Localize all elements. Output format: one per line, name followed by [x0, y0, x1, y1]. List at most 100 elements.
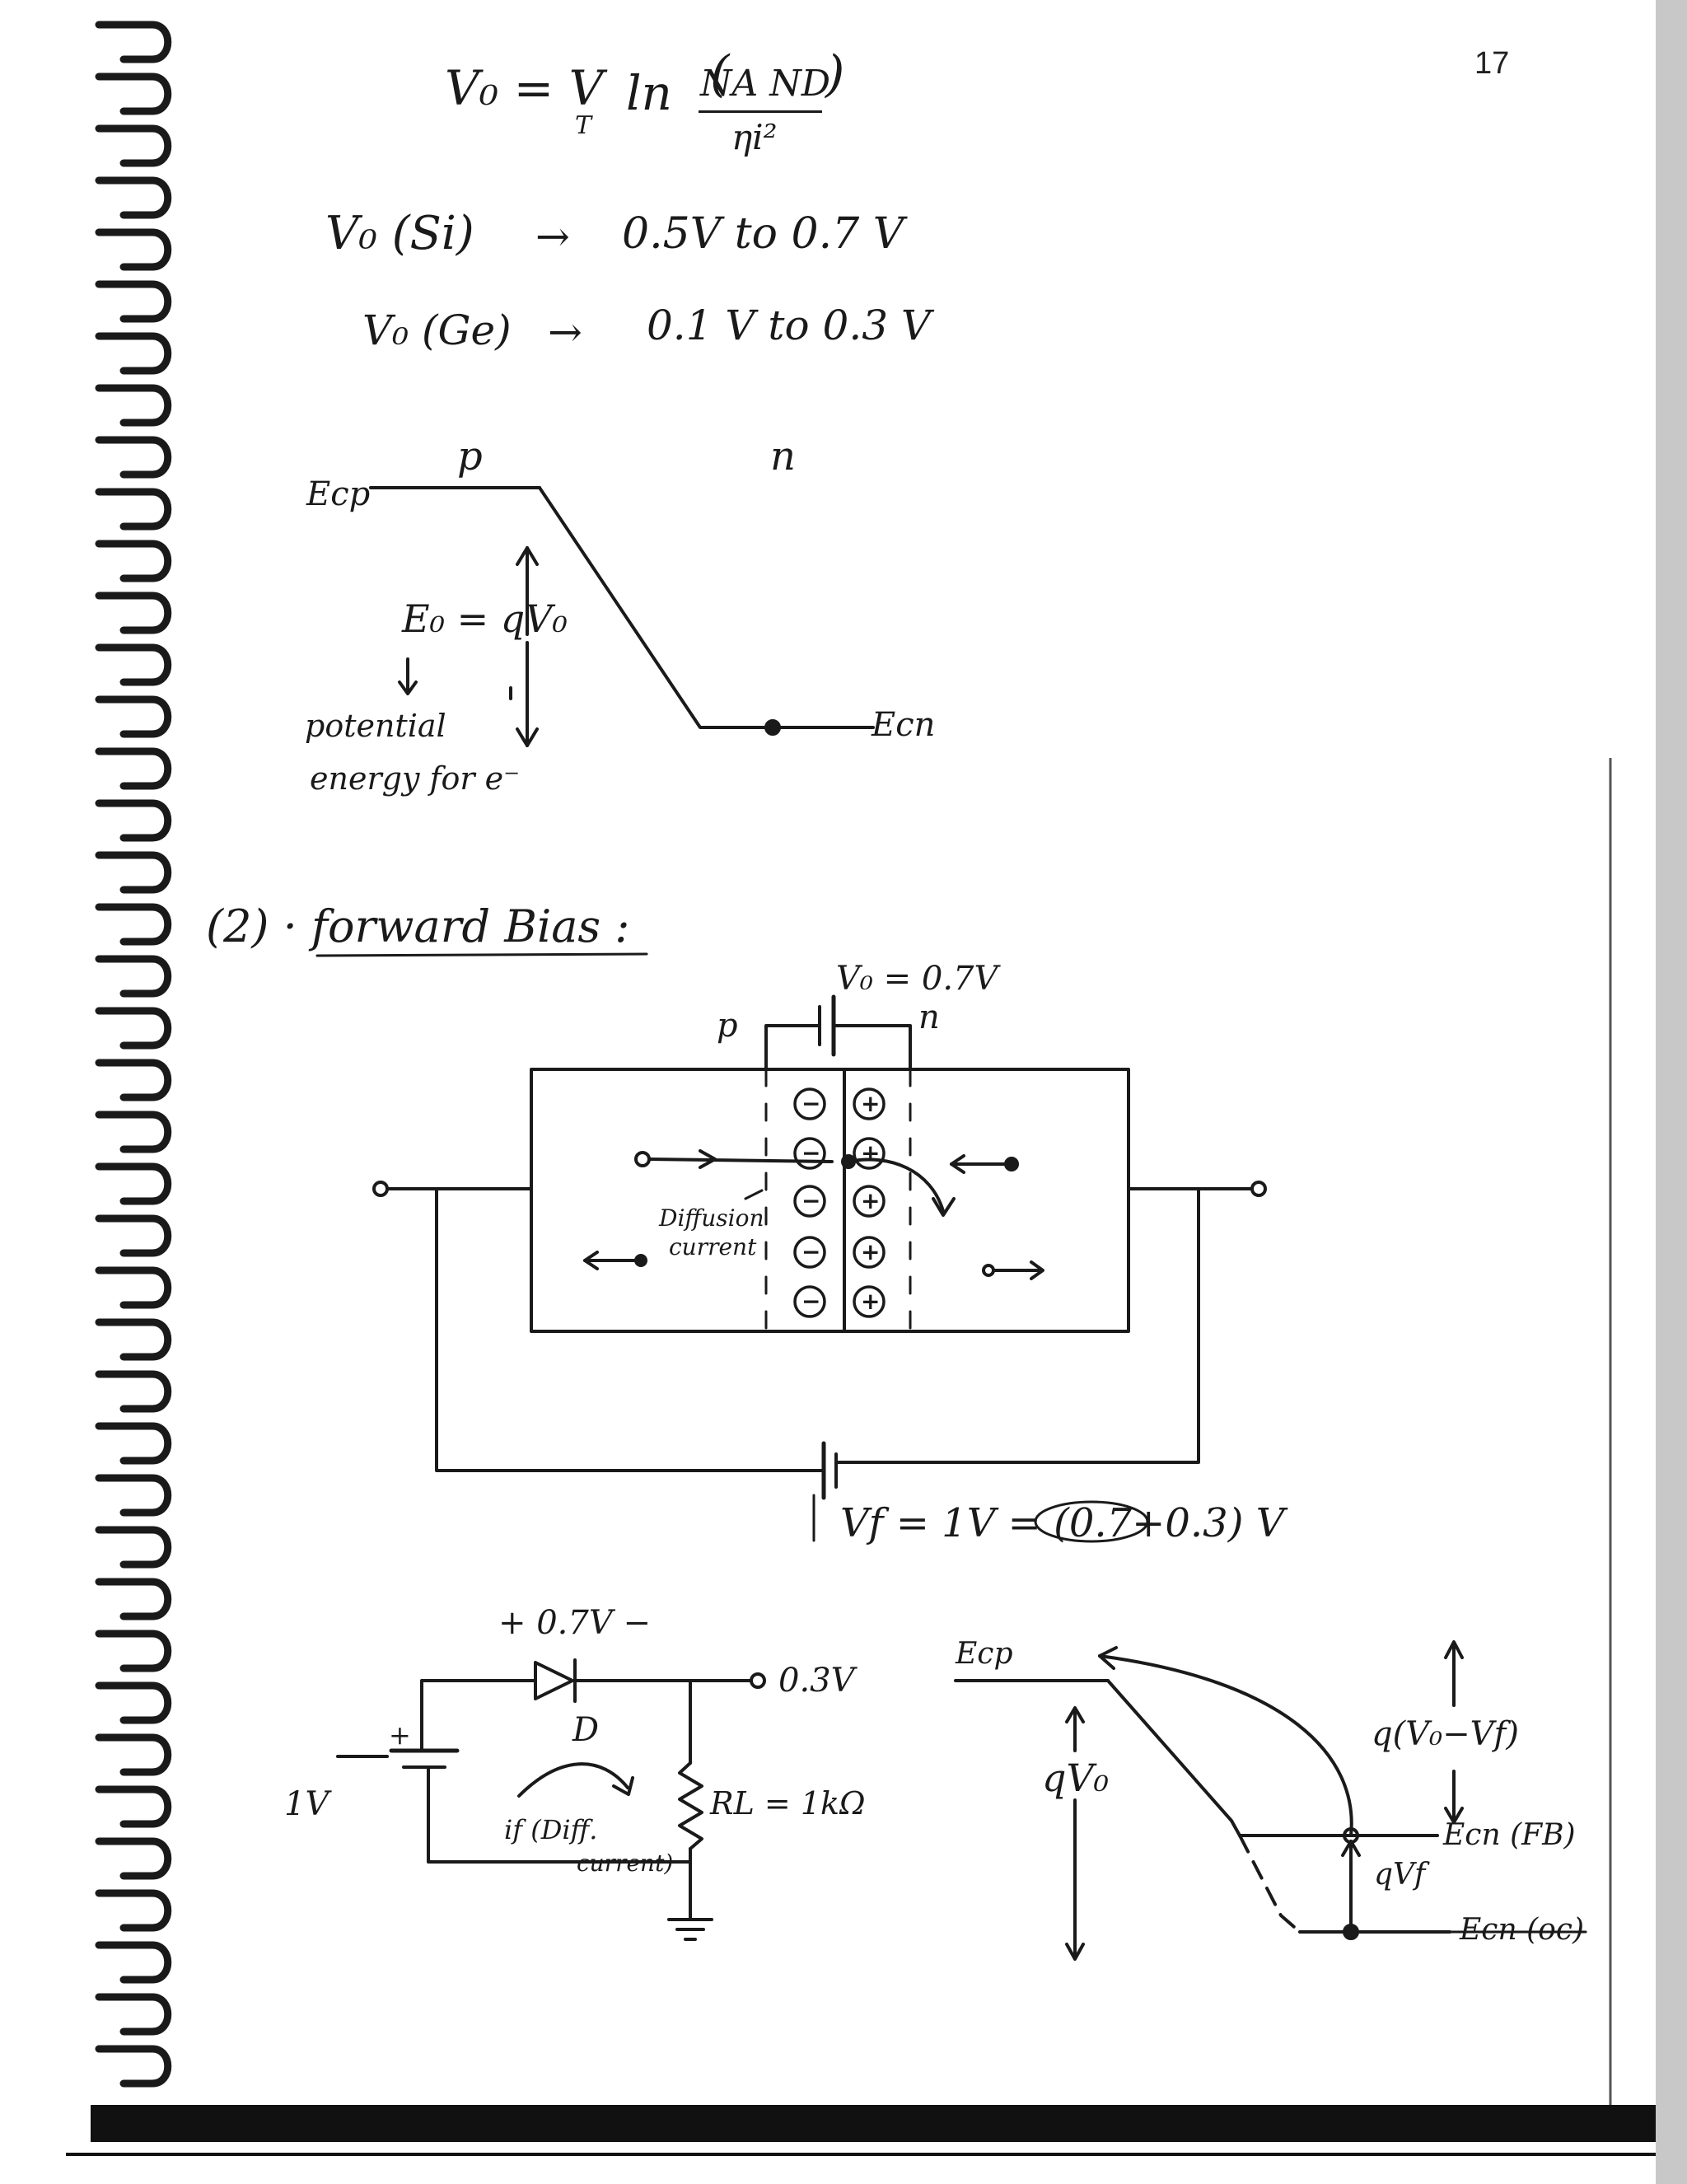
spiral-loop: [95, 955, 172, 998]
spiral-loop: [95, 280, 172, 323]
source-plus-sign: +: [389, 1719, 411, 1751]
current-label-2: current): [577, 1850, 674, 1877]
spiral-loop: [95, 124, 172, 167]
energy-equation: E₀ = qV₀: [402, 596, 568, 641]
spiral-loop: [95, 851, 172, 894]
ge-range: 0.1 V to 0.3 V: [647, 302, 932, 349]
page-number: 17: [1474, 46, 1510, 81]
qdiff-label: q(V₀−Vf): [1372, 1715, 1519, 1753]
band-diagram-1-lines: [369, 486, 875, 747]
negative-ion-sign: −: [801, 1238, 821, 1265]
equation-ln: ln: [626, 65, 672, 121]
negative-ion-circle: [793, 1185, 826, 1218]
spiral-loop: [95, 1993, 172, 2036]
ecp-2-label: Ecp: [956, 1637, 1013, 1671]
equation-numerator: NA ND: [700, 63, 831, 105]
spiral-loop: [95, 1630, 172, 1672]
spiral-loop: [95, 384, 172, 427]
equation-lhs: V₀ = V: [445, 60, 604, 116]
spiral-loop: [95, 1007, 172, 1050]
spiral-loop: [95, 176, 172, 219]
ecn-oc-label: Ecn (oc): [1460, 1913, 1584, 1947]
bottom-edge-bar: [91, 2105, 1656, 2142]
spiral-loop: [95, 1318, 172, 1361]
diode-drop-label: + 0.7V −: [498, 1604, 651, 1642]
ecp-label: Ecp: [306, 475, 371, 513]
spiral-loop: [95, 1214, 172, 1257]
junction-p-label: p: [717, 1007, 738, 1045]
spiral-loop: [95, 228, 172, 271]
negative-ion-circle: [793, 1285, 826, 1318]
positive-ion-sign: +: [861, 1288, 881, 1315]
junction-n-label: n: [918, 998, 940, 1036]
ge-label: V₀ (Ge): [362, 306, 512, 354]
positive-ion-sign: +: [861, 1187, 881, 1214]
source-voltage-label: 1V: [284, 1785, 329, 1823]
negative-ion-sign: −: [801, 1139, 821, 1167]
negative-ion-sign: −: [801, 1288, 821, 1315]
positive-ion-circle: [853, 1087, 886, 1120]
vf-label: Vf = 1V = (0.7+0.3) V: [840, 1500, 1285, 1546]
spiral-loop: [95, 1785, 172, 1828]
spiral-loop: [95, 695, 172, 738]
current-label-1: if (Diff.: [504, 1814, 598, 1845]
resistor-label: RL = 1kΩ: [710, 1785, 866, 1822]
spiral-loop: [95, 21, 172, 63]
spiral-loop: [95, 1370, 172, 1413]
positive-ion-sign: +: [861, 1139, 881, 1167]
positive-ion-circle: [853, 1185, 886, 1218]
spiral-loop: [95, 2045, 172, 2088]
band-diagram-2-lines: [954, 1640, 1587, 1961]
negative-ion-sign: −: [801, 1187, 821, 1214]
ecn-label: Ecn: [872, 706, 936, 744]
positive-ion-circle: [853, 1236, 886, 1269]
si-arrow: →: [535, 213, 570, 260]
si-range: 0.5V to 0.7 V: [622, 209, 904, 259]
spiral-loop: [95, 332, 172, 375]
junction-diagram-lines: [372, 994, 1267, 1543]
spiral-loop: [95, 1162, 172, 1205]
spiral-loop: [95, 1111, 172, 1153]
spiral-loop: [95, 540, 172, 582]
ion-circles: [793, 1087, 886, 1318]
spiral-binding: [95, 21, 172, 2088]
positive-ion-sign: +: [861, 1090, 881, 1117]
si-label: V₀ (Si): [325, 207, 474, 260]
diffusion-label-2: current: [669, 1233, 757, 1260]
note-line-2: energy for e⁻: [310, 760, 521, 797]
positive-ion-circle: [853, 1137, 886, 1170]
spiral-loop: [95, 1578, 172, 1620]
diode-label: D: [572, 1711, 600, 1749]
right-edge-shadow: [1656, 0, 1687, 2184]
spiral-loop: [95, 1681, 172, 1724]
heading-underline: [315, 952, 648, 957]
qvo-label: qV₀: [1042, 1756, 1110, 1800]
spiral-loop: [95, 488, 172, 531]
equation-left-paren: (: [710, 45, 730, 103]
fraction-bar: [699, 110, 822, 113]
spiral-loop: [95, 1474, 172, 1517]
negative-ion-sign: −: [801, 1090, 821, 1117]
spiral-loop: [95, 1889, 172, 1932]
spiral-loop: [95, 747, 172, 790]
section-heading: (2) · forward Bias :: [206, 900, 630, 952]
spiral-loop: [95, 72, 172, 115]
negative-ion-circle: [793, 1137, 826, 1170]
negative-ion-circle: [793, 1087, 826, 1120]
vo-label: V₀ = 0.7V: [836, 960, 998, 998]
equation-denominator: ηi²: [731, 117, 778, 157]
spiral-loop: [95, 436, 172, 479]
equation-right-paren: ): [825, 45, 845, 103]
spiral-loop: [95, 1266, 172, 1309]
negative-ion-circle: [793, 1236, 826, 1269]
spiral-loop: [95, 1733, 172, 1776]
circuit-lines: [336, 1658, 766, 1941]
spiral-loop: [95, 1059, 172, 1101]
qvf-label: qVf: [1374, 1858, 1426, 1892]
spiral-loop: [95, 799, 172, 842]
spiral-loop: [95, 1526, 172, 1569]
spiral-loop: [95, 1422, 172, 1465]
diffusion-label-1: Diffusion: [659, 1204, 764, 1232]
